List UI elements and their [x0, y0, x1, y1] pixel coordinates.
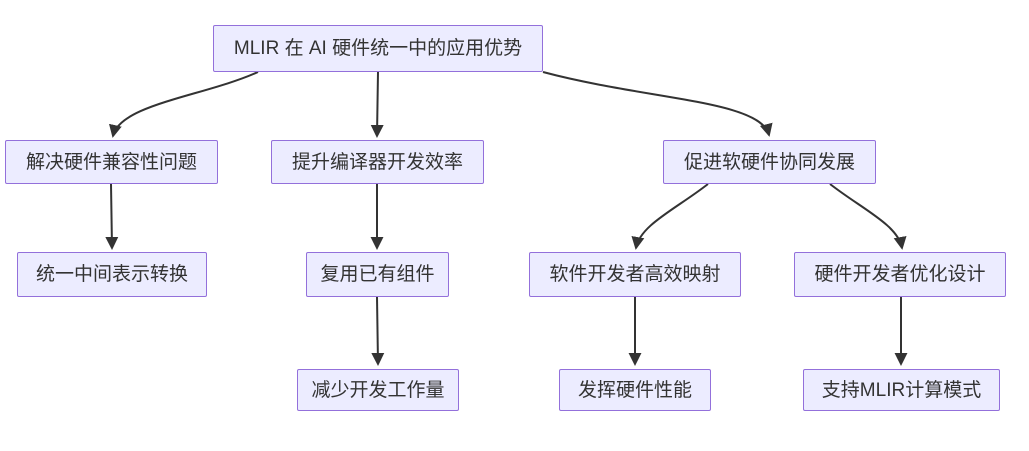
node-label: 促进软硬件协同发展: [683, 151, 855, 173]
node-hw-perf: 发挥硬件性能: [559, 369, 711, 411]
edge-compat-to-unify-ir: [105, 183, 119, 250]
node-label: 硬件开发者优化设计: [814, 264, 986, 285]
node-label: 支持MLIR计算模式: [821, 379, 982, 401]
node-label: 软件开发者高效映射: [549, 264, 721, 285]
edge-codesign-to-sw-map: [631, 183, 709, 250]
edge-group: [105, 71, 908, 366]
node-label: 统一中间表示转换: [35, 264, 188, 285]
node-codesign: 促进软硬件协同发展: [663, 140, 876, 184]
node-sw-map: 软件开发者高效映射: [529, 252, 741, 297]
node-reuse: 复用已有组件: [306, 252, 449, 297]
node-compiler: 提升编译器开发效率: [271, 140, 484, 184]
node-label: 减少开发工作量: [311, 379, 445, 401]
edge-root-to-compiler: [370, 71, 384, 138]
node-compat: 解决硬件兼容性问题: [5, 140, 218, 184]
node-label: 发挥硬件性能: [577, 379, 692, 401]
edge-root-to-codesign: [542, 71, 773, 137]
node-label: 提升编译器开发效率: [291, 151, 463, 173]
node-label: MLIR 在 AI 硬件统一中的应用优势: [233, 38, 523, 59]
node-mlir-mode: 支持MLIR计算模式: [803, 369, 1000, 411]
node-label: 复用已有组件: [320, 264, 435, 285]
edge-codesign-to-hw-opt: [829, 183, 907, 250]
node-less-work: 减少开发工作量: [297, 369, 459, 411]
node-hw-opt: 硬件开发者优化设计: [794, 252, 1006, 297]
node-unify-ir: 统一中间表示转换: [17, 252, 207, 297]
node-label: 解决硬件兼容性问题: [25, 151, 197, 173]
node-root: MLIR 在 AI 硬件统一中的应用优势: [213, 25, 543, 72]
edge-root-to-compat: [109, 71, 259, 138]
edge-reuse-to-less-work: [371, 296, 385, 366]
